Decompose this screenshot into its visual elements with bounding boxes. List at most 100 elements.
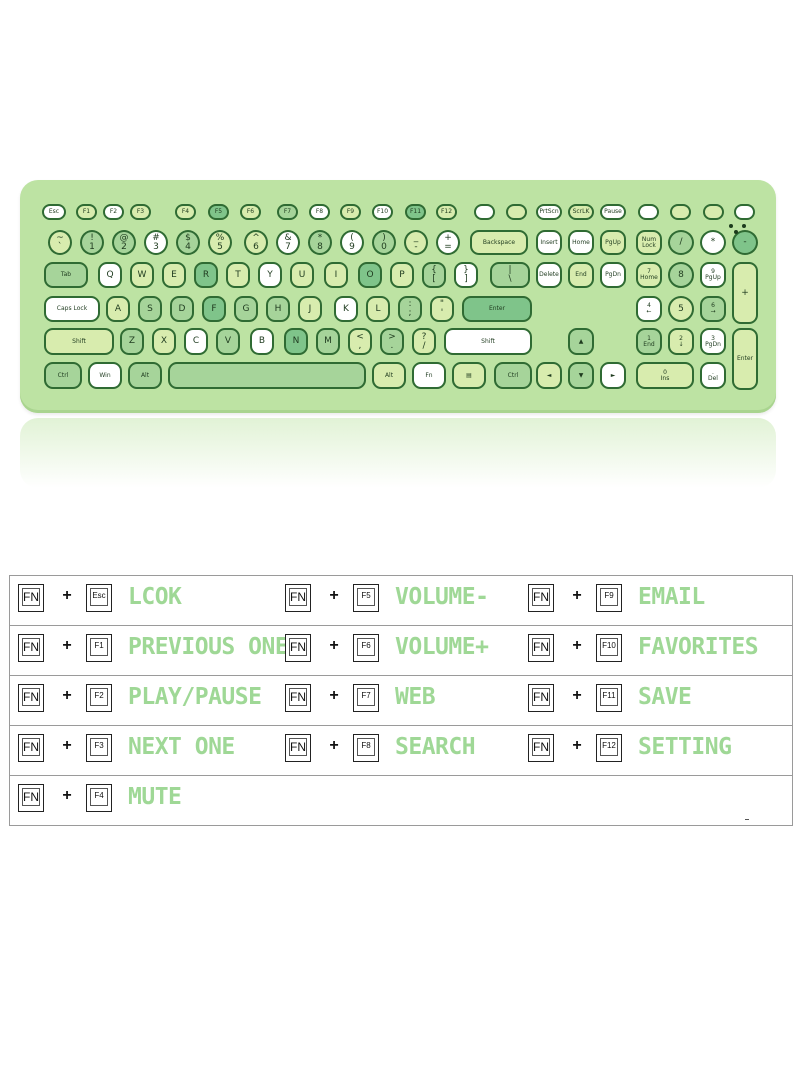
keyboard-key — [703, 204, 724, 220]
fn-key-label: FN — [22, 788, 40, 806]
keyboard-key: Q — [98, 262, 122, 288]
keyboard-key: PrtScn — [536, 204, 562, 220]
keyboard-key: ScrLK — [568, 204, 594, 220]
keyboard-key: + — [732, 262, 758, 324]
shortcut-label: FAVORITES — [638, 634, 759, 660]
keyboard-key: O — [358, 262, 382, 288]
fn-key-label: FN — [22, 688, 40, 706]
keyboard-key: L — [366, 296, 390, 322]
keyboard-key: Delete — [536, 262, 562, 288]
function-key-label: F6 — [357, 638, 375, 656]
keyboard-key: 7 Home — [636, 262, 662, 288]
fn-key-label: FN — [532, 588, 550, 606]
function-key-label: Esc — [90, 588, 108, 606]
keyboard-key: Insert — [536, 230, 562, 255]
keyboard-key: | \ — [490, 262, 530, 288]
keyboard-key: W — [130, 262, 154, 288]
function-key-icon: F4 — [86, 784, 112, 812]
fn-key-label: FN — [22, 738, 40, 756]
shortcut-label: WEB — [395, 684, 436, 710]
keyboard-key: . Del — [700, 362, 726, 389]
keyboard-key: { [ — [422, 262, 446, 288]
function-key-label: F10 — [600, 638, 618, 656]
fn-key-icon: FN — [18, 784, 44, 812]
keyboard-key: ~ ` — [48, 230, 72, 255]
keyboard-key: 0 Ins — [636, 362, 694, 389]
shortcut-label: MUTE — [128, 784, 182, 810]
shortcut-label: SAVE — [638, 684, 692, 710]
keyboard-key: P — [390, 262, 414, 288]
fn-key-icon: FN — [18, 634, 44, 662]
plus-sign: + — [62, 587, 72, 604]
indicator-light — [742, 224, 746, 228]
function-key-label: F4 — [90, 788, 108, 806]
plus-sign: + — [572, 737, 582, 754]
keyboard-key: K — [334, 296, 358, 322]
shortcut-label: PREVIOUS ONE — [128, 634, 289, 660]
keyboard-key: Pause — [600, 204, 626, 220]
keyboard-key — [506, 204, 527, 220]
keyboard-key: T — [226, 262, 250, 288]
function-key-label: F2 — [90, 688, 108, 706]
keyboard-key: * — [700, 230, 726, 255]
keyboard-key: 3 PgDn — [700, 328, 726, 355]
keyboard-key: 9 PgUp — [700, 262, 726, 288]
keyboard-key: ► — [600, 362, 626, 389]
keyboard-key: Shift — [444, 328, 532, 355]
plus-sign: + — [62, 737, 72, 754]
function-key-label: F7 — [357, 688, 375, 706]
keyboard-key: ▼ — [568, 362, 594, 389]
keyboard-key: < , — [348, 328, 372, 355]
keyboard-key: 5 — [668, 296, 694, 322]
keyboard-key: F4 — [175, 204, 196, 220]
plus-sign: + — [62, 687, 72, 704]
keyboard-key: 2 ↓ — [668, 328, 694, 355]
function-key-icon: F5 — [353, 584, 379, 612]
keyboard-key: V — [216, 328, 240, 355]
fn-key-label: FN — [532, 688, 550, 706]
keyboard-key: ◄ — [536, 362, 562, 389]
keyboard-key: F11 — [405, 204, 426, 220]
keyboard-key: D — [170, 296, 194, 322]
indicator-light — [734, 230, 738, 234]
keyboard-key: Ctrl — [44, 362, 82, 389]
fn-key-icon: FN — [18, 584, 44, 612]
plus-sign: + — [572, 687, 582, 704]
plus-sign: + — [329, 737, 339, 754]
function-key-icon: F12 — [596, 734, 622, 762]
keyboard-key: 6 → — [700, 296, 726, 322]
fn-key-icon: FN — [18, 684, 44, 712]
function-key-label: F3 — [90, 738, 108, 756]
keyboard-key: 1 End — [636, 328, 662, 355]
keyboard-key: $ 4 — [176, 230, 200, 255]
keyboard-key: + = — [436, 230, 460, 255]
keyboard-key: F — [202, 296, 226, 322]
keyboard-key — [168, 362, 366, 389]
function-key-label: F8 — [357, 738, 375, 756]
stray-mark — [745, 819, 749, 820]
keyboard-key: Esc — [42, 204, 66, 220]
fn-key-label: FN — [532, 638, 550, 656]
fn-key-icon: FN — [528, 634, 554, 662]
keyboard-key: Shift — [44, 328, 114, 355]
keyboard-key: B — [250, 328, 274, 355]
keyboard-key: * 8 — [308, 230, 332, 255]
function-key-label: F12 — [600, 738, 618, 756]
keyboard-key: ) 0 — [372, 230, 396, 255]
keyboard-key: F2 — [103, 204, 124, 220]
keyboard-key: F1 — [76, 204, 97, 220]
function-key-icon: F6 — [353, 634, 379, 662]
fn-key-label: FN — [22, 638, 40, 656]
function-key-label: F9 — [600, 588, 618, 606]
keyboard-key: G — [234, 296, 258, 322]
plus-sign: + — [572, 587, 582, 604]
function-key-label: F5 — [357, 588, 375, 606]
keyboard-key: } ] — [454, 262, 478, 288]
keyboard-key: Num Lock — [636, 230, 662, 255]
keyboard-key: ^ 6 — [244, 230, 268, 255]
shortcut-label: VOLUME+ — [395, 634, 489, 660]
keyboard-key — [638, 204, 659, 220]
